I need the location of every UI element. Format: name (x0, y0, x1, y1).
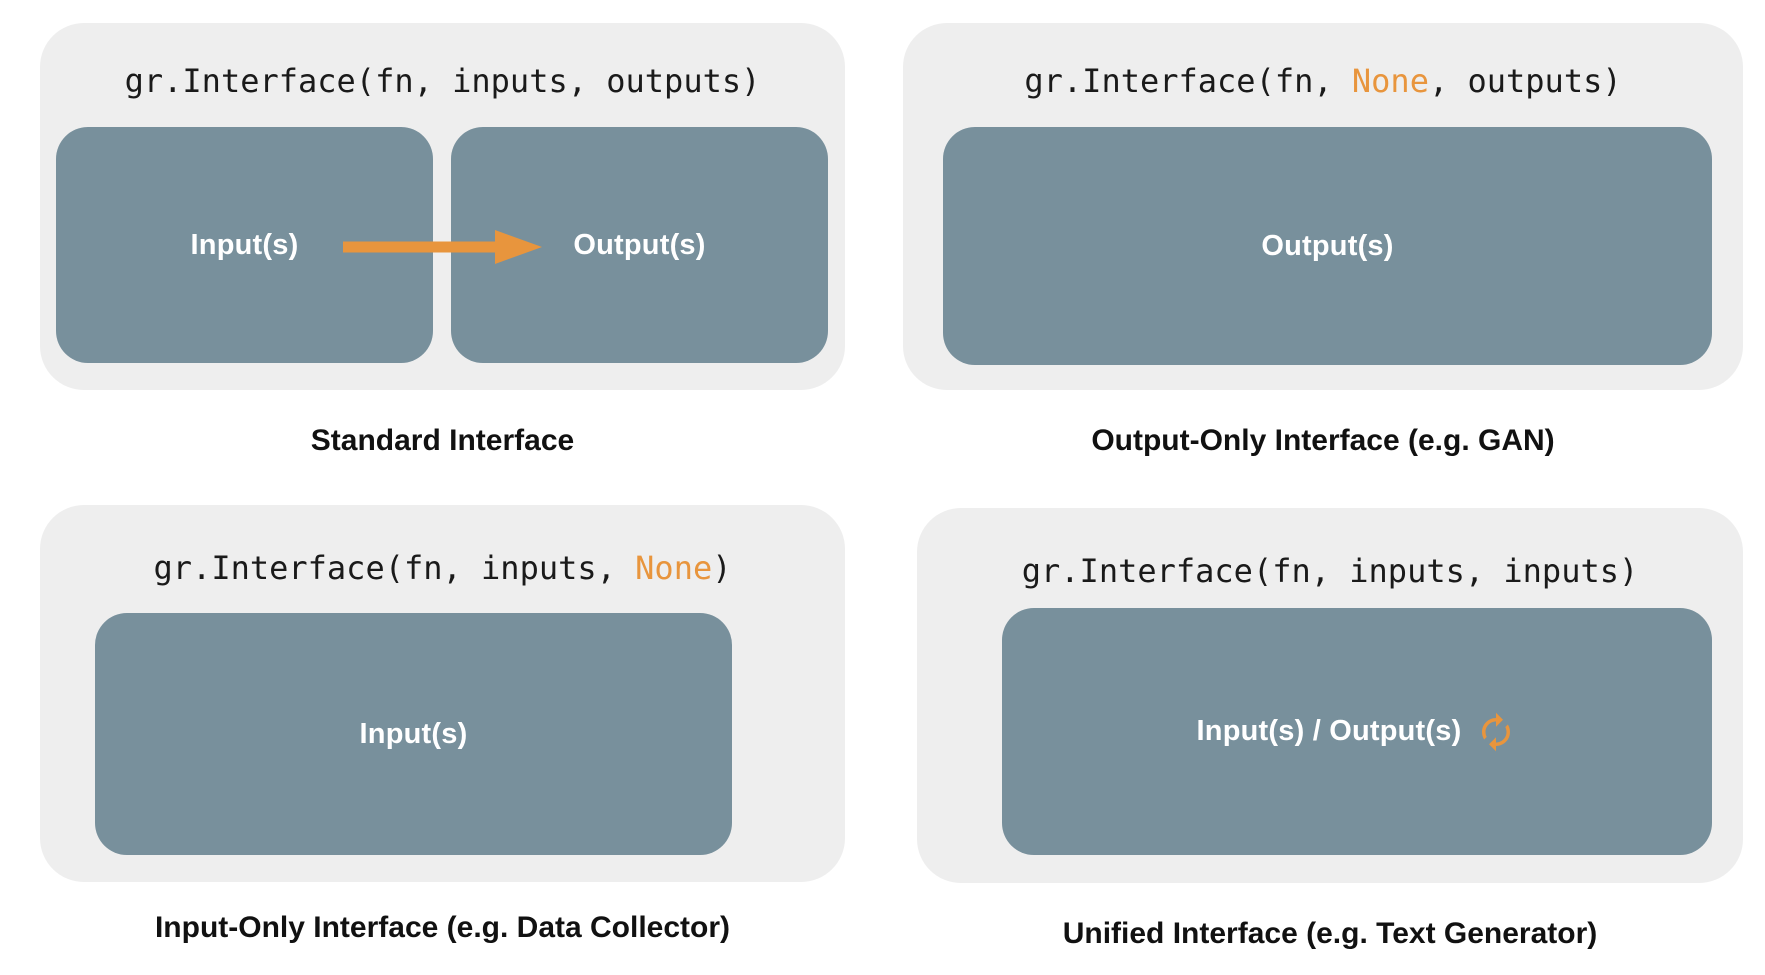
code-line-input-only: gr.Interface(fn, inputs, None) (40, 549, 845, 587)
input-box-label: Input(s) (190, 228, 299, 261)
output-box-label: Output(s) (1261, 229, 1394, 262)
code-pre: gr.Interface(fn, inputs, outputs) (124, 62, 761, 100)
code-pre: gr.Interface(fn, (1024, 62, 1352, 100)
refresh-icon (1482, 712, 1511, 751)
right-arrow-icon (343, 230, 542, 264)
code-pre: gr.Interface(fn, inputs, (153, 549, 636, 587)
input-output-box: Input(s) / Output(s) (1002, 608, 1712, 855)
code-pre: gr.Interface(fn, inputs, inputs) (1021, 552, 1639, 590)
caption-unified-interface: Unified Interface (e.g. Text Generator) (1062, 917, 1598, 950)
output-box-label: Output(s) (573, 228, 706, 261)
panel-input-only-interface: gr.Interface(fn, inputs, None) Input(s) (40, 505, 845, 882)
code-post: , outputs) (1428, 62, 1622, 100)
caption-standard-interface: Standard Interface (310, 424, 575, 457)
code-line-standard: gr.Interface(fn, inputs, outputs) (40, 62, 845, 100)
output-box: Output(s) (943, 127, 1712, 365)
panel-output-only-interface: gr.Interface(fn, None, outputs) Output(s… (903, 23, 1743, 390)
input-output-box-label: Input(s) / Output(s) (1196, 715, 1462, 747)
io-box-row: Input(s) / Output(s) (1002, 608, 1712, 855)
code-line-output-only: gr.Interface(fn, None, outputs) (903, 62, 1743, 100)
caption-output-only-interface: Output-Only Interface (e.g. GAN) (1091, 424, 1555, 457)
caption-input-only-interface: Input-Only Interface (e.g. Data Collecto… (154, 911, 731, 944)
panel-unified-interface: gr.Interface(fn, inputs, inputs) Input(s… (917, 508, 1743, 883)
io-box-row: Output(s) (943, 127, 1712, 365)
input-box-label: Input(s) (359, 717, 468, 750)
code-post: ) (712, 549, 732, 587)
panel-standard-interface: gr.Interface(fn, inputs, outputs) Input(… (40, 23, 845, 390)
code-line-unified: gr.Interface(fn, inputs, inputs) (917, 552, 1743, 590)
input-box: Input(s) (95, 613, 732, 855)
io-box-row: Input(s) (95, 613, 732, 855)
code-highlight-none: None (1351, 62, 1429, 100)
code-highlight-none: None (635, 549, 713, 587)
